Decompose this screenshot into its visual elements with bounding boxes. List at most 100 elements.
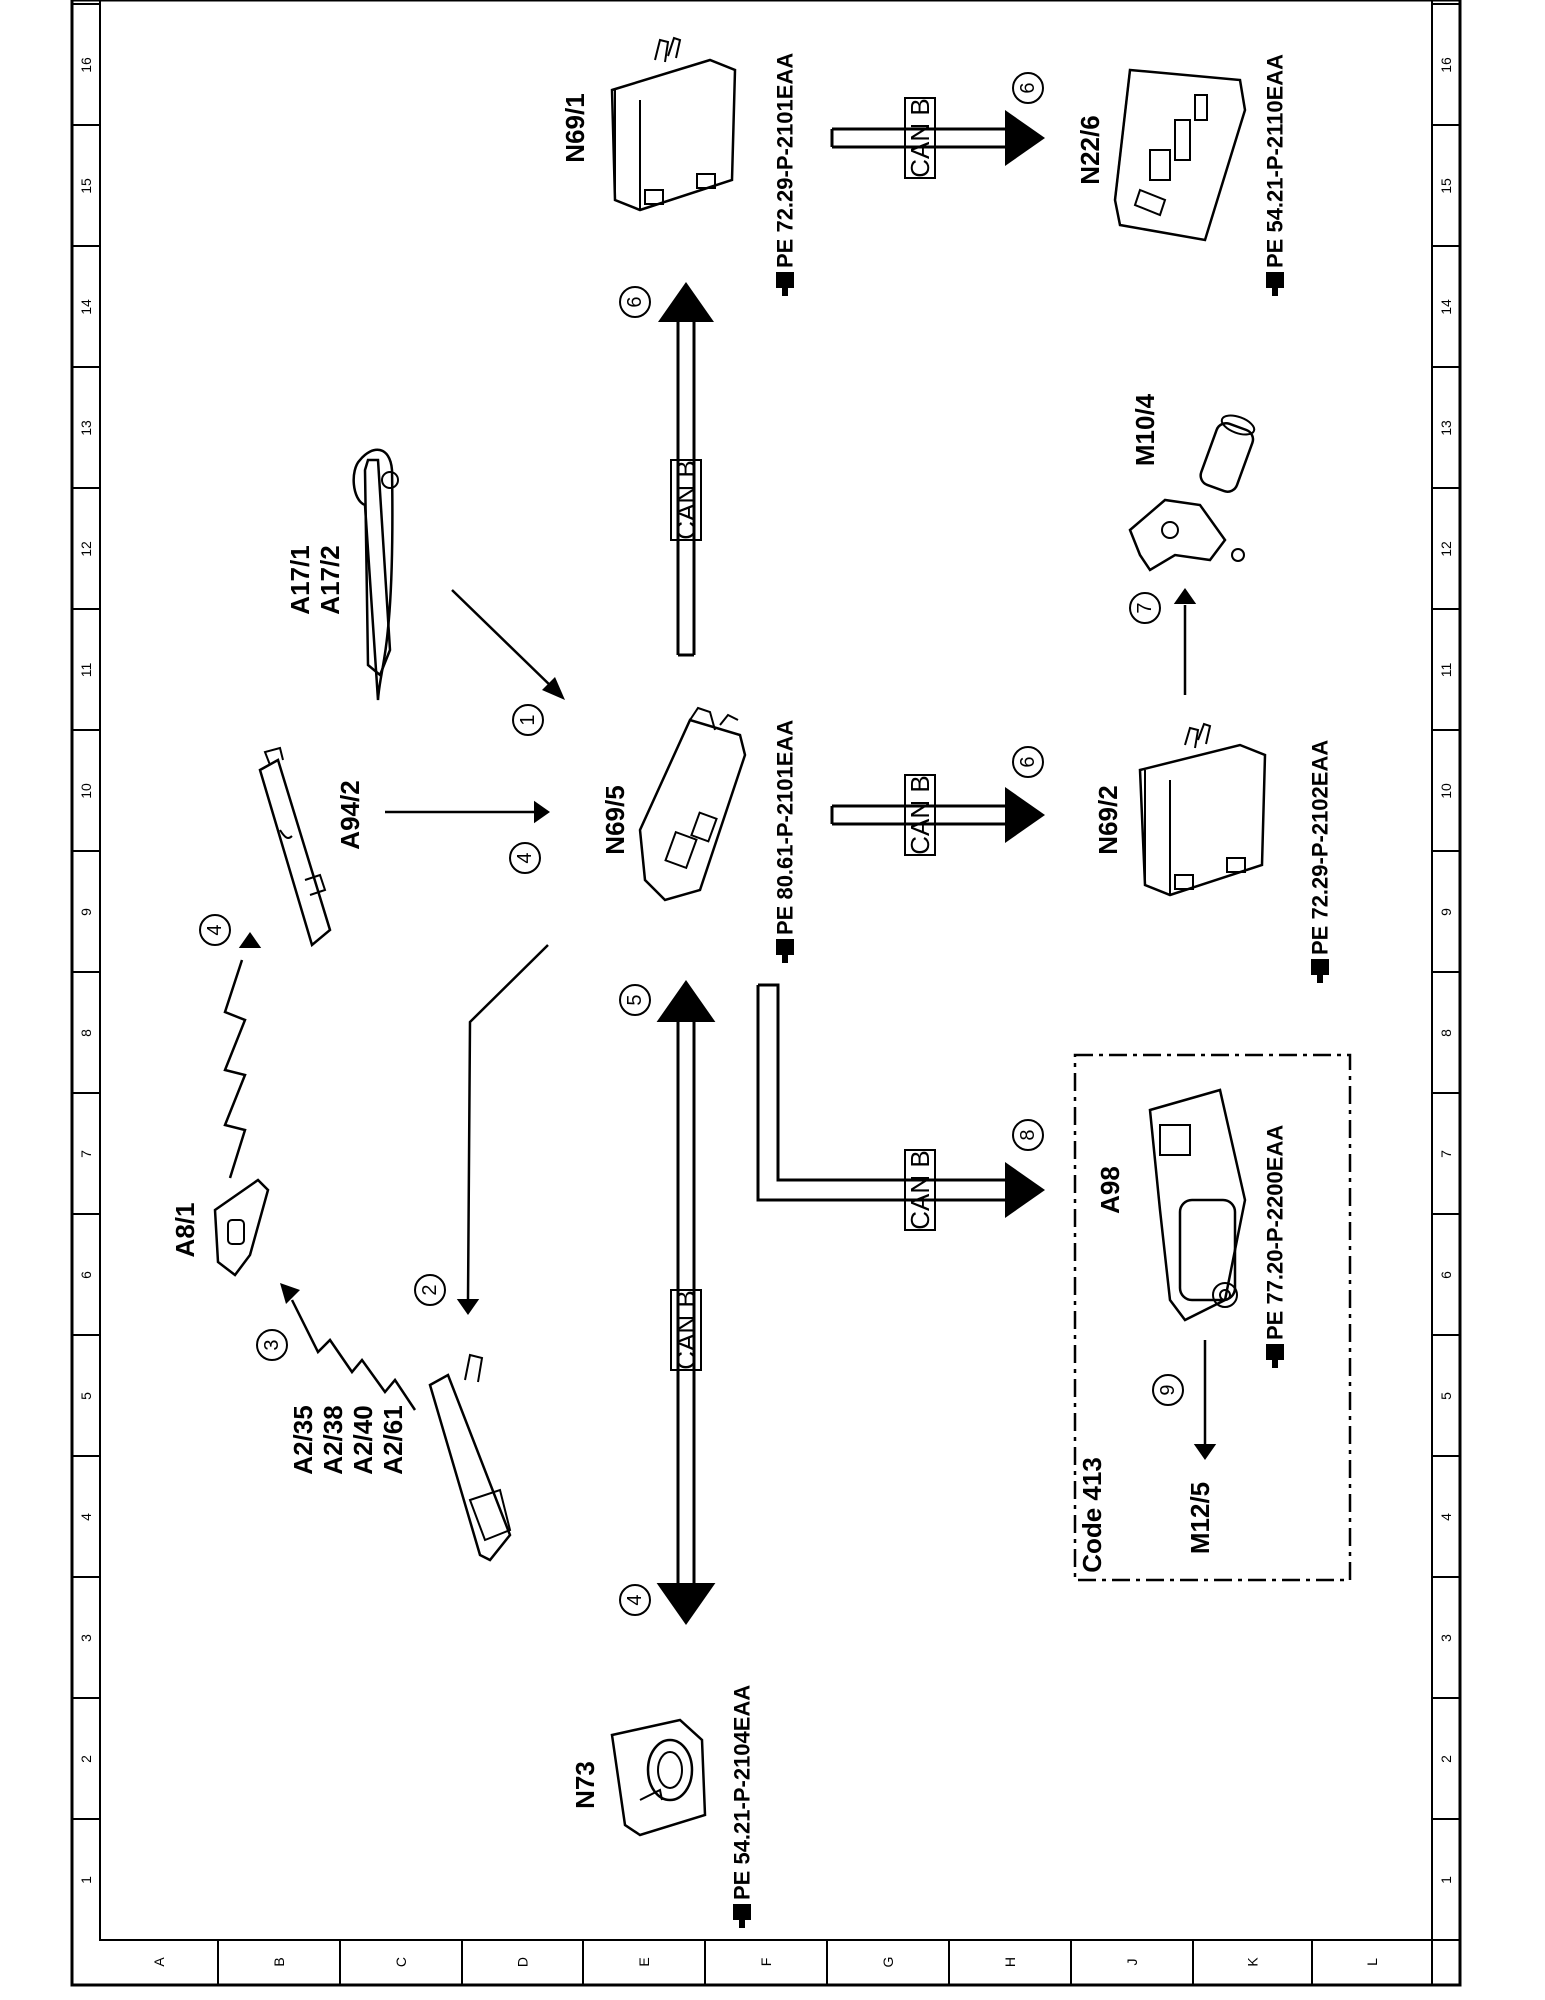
row-number-left: 10 [78, 783, 94, 799]
component-label: N73 [570, 1761, 600, 1809]
row-number-right: 16 [1438, 57, 1454, 73]
hand-pointer-icon [776, 939, 794, 955]
row-number-right: 12 [1438, 541, 1454, 557]
row-number-left: 6 [78, 1271, 94, 1279]
hand-pointer-icon [733, 1904, 751, 1920]
step-number-text: 6 [1017, 756, 1039, 767]
can-bus-label: CAN B [904, 97, 936, 179]
m10-4-motor [1128, 414, 1256, 572]
column-letter: C [393, 1957, 409, 1967]
pe-reference: PE 54.21-P-2104EAA [730, 1685, 755, 1928]
column-letter: K [1245, 1957, 1261, 1967]
component-label: A17/2 [315, 545, 345, 614]
step-number-text: 3 [261, 1339, 283, 1350]
column-letter: B [271, 1957, 287, 1966]
can-bus-label: CAN B [904, 774, 936, 856]
component-label: M10/4 [1130, 393, 1160, 466]
row-number-left: 12 [78, 541, 94, 557]
component-label: M12/5 [1185, 1482, 1215, 1554]
row-number-right: 6 [1438, 1271, 1454, 1279]
n69-1-module [610, 36, 737, 212]
inner-border [99, 0, 1461, 1941]
step-number: 1 [512, 704, 544, 736]
row-number-left: 4 [78, 1513, 94, 1521]
row-number-right: 15 [1438, 178, 1454, 194]
can-bus-label-text: CAN B [905, 98, 935, 177]
option-box [1073, 1053, 1352, 1582]
pe-reference: PE 77.20-P-2200EAA [1263, 1125, 1288, 1368]
can-bus-label: CAN B [670, 1289, 702, 1371]
step-number: 5 [619, 984, 651, 1016]
pe-reference-text: PE 77.20-P-2200EAA [1263, 1125, 1288, 1340]
a98-roof-motor [1148, 1088, 1247, 1322]
outer-border [70, 0, 1462, 1987]
step-number: 7 [1129, 592, 1161, 624]
column-letter: G [880, 1957, 896, 1968]
column-letter: D [515, 1957, 531, 1967]
component-label: A8/1 [170, 1203, 200, 1258]
n69-5-control-module [638, 706, 747, 902]
pe-reference: PE 72.29-P-2102EAA [1308, 740, 1333, 983]
arrow-head [1193, 1444, 1217, 1460]
step-number: 8 [1012, 1119, 1044, 1151]
arrow-head [456, 1299, 480, 1315]
can-bus-label: CAN B [904, 1149, 936, 1231]
component-drawings [213, 36, 1267, 1837]
row-number-left: 16 [78, 57, 94, 73]
pe-reference: PE 72.29-P-2101EAA [773, 53, 798, 296]
component-label: A94/2 [335, 780, 365, 849]
can-bus-label: CAN B [670, 459, 702, 541]
component-label: N69/1 [560, 93, 590, 162]
pe-reference-text: PE 54.21-P-2104EAA [730, 1685, 755, 1900]
bus-arrow-head [658, 282, 714, 322]
arrow-head [1173, 588, 1197, 604]
step-number-text: 8 [1017, 1129, 1039, 1140]
n73-ignition-switch [610, 1718, 707, 1837]
n69-2-module [1138, 722, 1267, 897]
step-number-text: 9 [1157, 1384, 1179, 1395]
component-label: A2/61 [378, 1405, 408, 1474]
hand-pointer-icon [776, 272, 794, 288]
row-number-right: 7 [1438, 1150, 1454, 1158]
step-number-text: 1 [517, 714, 539, 725]
bus-arrow-head [656, 1583, 716, 1625]
hand-pointer-icon [1311, 959, 1329, 975]
component-label: A17/1 [285, 545, 315, 614]
column-letter: L [1364, 1958, 1380, 1966]
pe-reference: PE 80.61-P-2101EAA [773, 720, 798, 963]
a8-1-key-fob [213, 1178, 270, 1277]
step-number: 6 [619, 286, 651, 318]
can-bus-label-text: CAN B [905, 775, 935, 854]
bus-arrow-head [1005, 787, 1045, 843]
step-number: 9 [1152, 1374, 1184, 1406]
n22-6-board [1113, 68, 1247, 242]
row-number-right: 13 [1438, 420, 1454, 436]
step-number: 4 [509, 842, 541, 874]
row-number-left: 13 [78, 420, 94, 436]
component-label: N69/2 [1093, 785, 1123, 854]
column-letter: A [151, 1957, 167, 1967]
row-number-right: 5 [1438, 1392, 1454, 1400]
step-number: 4 [619, 1584, 651, 1616]
row-number-right: 1 [1438, 1876, 1454, 1884]
pe-reference-text: PE 72.29-P-2101EAA [773, 53, 798, 268]
row-number-right: 4 [1438, 1513, 1454, 1521]
pe-reference-text: PE 80.61-P-2101EAA [773, 720, 798, 935]
row-number-left: 14 [78, 299, 94, 315]
pe-reference-text: PE 54.21-P-2110EAA [1263, 54, 1288, 268]
column-letter: J [1124, 1959, 1140, 1966]
component-label: N22/6 [1075, 115, 1105, 184]
row-number-right: 2 [1438, 1755, 1454, 1763]
row-number-right: 8 [1438, 1029, 1454, 1037]
bus-arrow-head [1005, 110, 1045, 166]
row-number-right: 9 [1438, 908, 1454, 916]
row-number-left: 5 [78, 1392, 94, 1400]
component-labels: N69/1 PE 72.29-P-2101EAA N22/6 PE 54.21-P-2… [170, 53, 1333, 1928]
hand-pointer-icon [1266, 272, 1284, 288]
row-number-left: 1 [78, 1876, 94, 1884]
arrow-head [534, 800, 550, 824]
row-number-left: 8 [78, 1029, 94, 1037]
step-number: 4 [199, 914, 231, 946]
pe-reference-text: PE 72.29-P-2102EAA [1308, 740, 1333, 955]
